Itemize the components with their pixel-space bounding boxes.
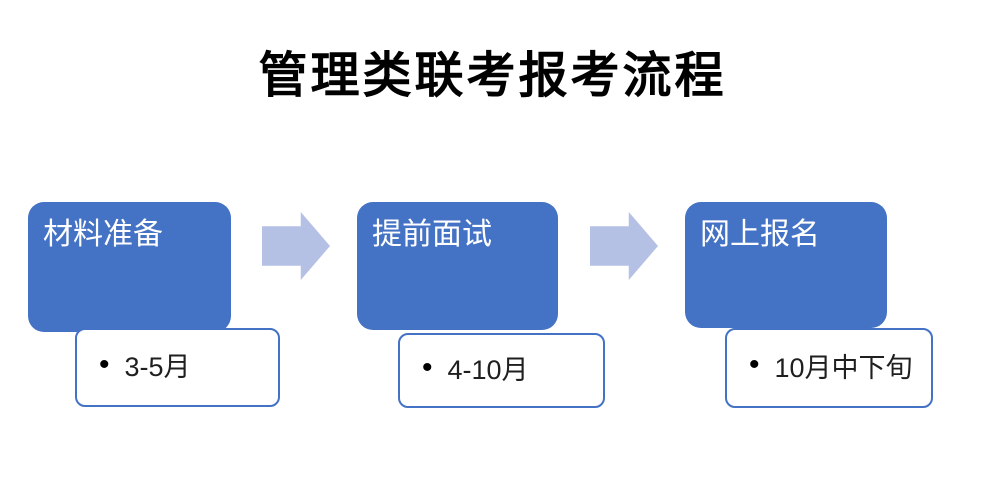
- flow-step-period: 4-10月: [447, 355, 529, 385]
- flow-step-detail-early-interview: • 4-10月: [398, 333, 605, 408]
- page-title: 管理类联考报考流程: [258, 48, 727, 103]
- flow-step-period: 10月中下旬: [774, 352, 913, 383]
- bullet-marker: •: [422, 350, 433, 384]
- flow-step-period: 3-5月: [124, 352, 191, 382]
- right-arrow-icon: [262, 212, 330, 280]
- flow-step-label: 网上报名: [700, 218, 820, 251]
- bullet-marker: •: [749, 348, 760, 381]
- flow-step-detail-material-prep: • 3-5月: [75, 328, 280, 407]
- flow-step-online-registration: 网上报名: [685, 202, 887, 328]
- flow-step-label: 提前面试: [372, 218, 492, 251]
- right-arrow-icon: [590, 212, 658, 280]
- bullet-marker: •: [99, 347, 110, 381]
- flow-step-early-interview: 提前面试: [357, 202, 558, 330]
- flow-step-material-prep: 材料准备: [28, 202, 231, 332]
- flow-step-label: 材料准备: [43, 218, 163, 251]
- flow-step-detail-online-registration: • 10月中下旬: [725, 328, 933, 408]
